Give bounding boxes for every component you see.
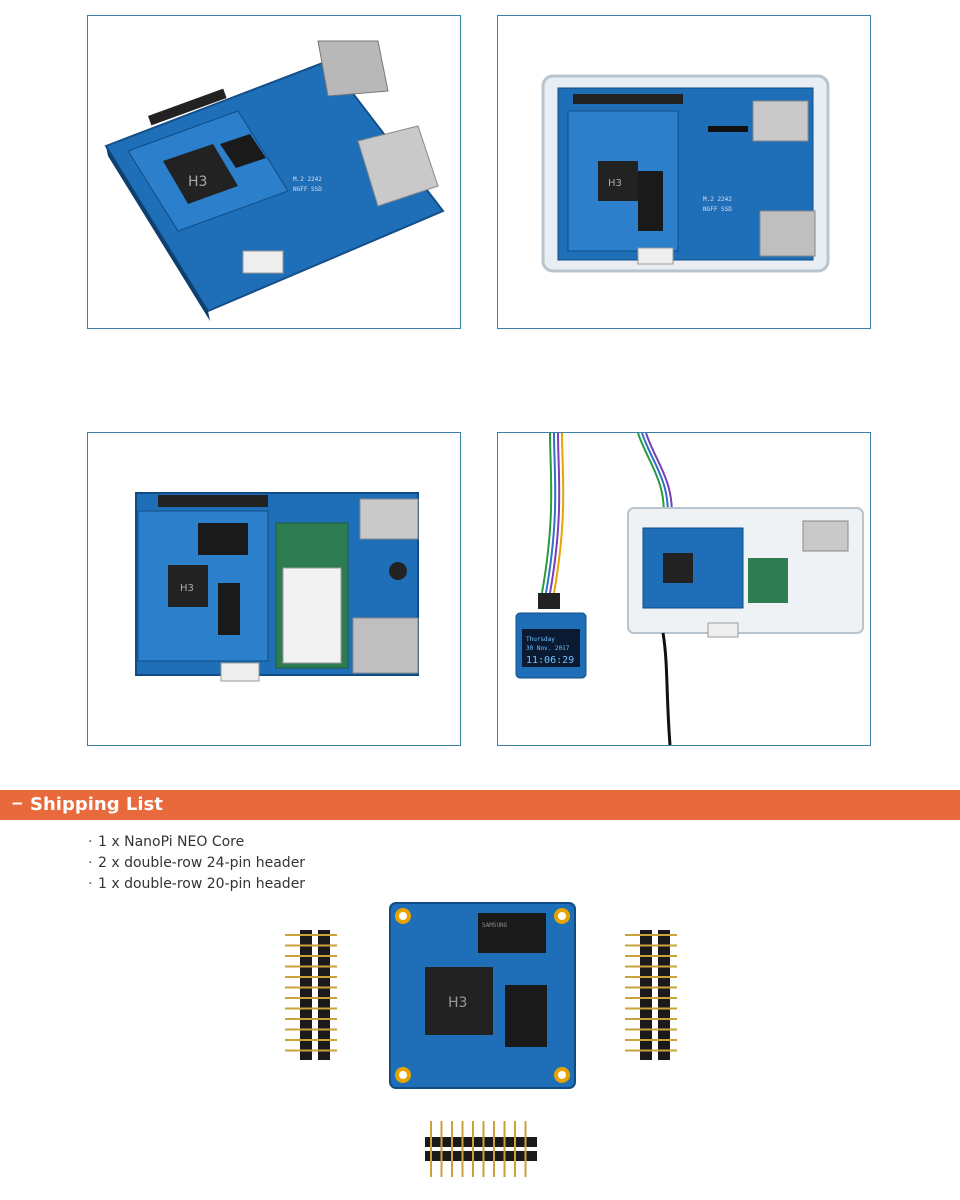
shipping-item-text: 2 x double-row 24-pin header: [98, 855, 306, 871]
photo-board-angle: H3 M.2 2242 NGFF SSD: [87, 15, 461, 329]
shipping-list-header: – Shipping List: [0, 790, 960, 820]
oled-line-1: Thursday: [526, 636, 555, 643]
board-top-ssd-image: H3: [135, 492, 419, 682]
pin-header-left: [285, 930, 337, 1060]
m2-label-1: M.2 2242: [293, 176, 322, 183]
list-item: · 2 x double-row 24-pin header: [88, 853, 305, 874]
parts-illustration: SAMSUNG H3: [0, 895, 960, 1195]
m2-label-2: NGFF SSD: [293, 186, 322, 193]
pin-header-bottom: [425, 1121, 537, 1177]
case-m2-label-2: NGFF SSD: [703, 206, 732, 213]
oled-demo-image: Thursday 30 Nov. 2017 11:06:29: [515, 433, 864, 745]
core-chip-label: H3: [448, 995, 467, 1011]
parts-image: SAMSUNG H3: [285, 902, 677, 1177]
ram-brand-label: SAMSUNG: [482, 922, 508, 929]
photo-oled-demo: Thursday 30 Nov. 2017 11:06:29: [497, 432, 871, 746]
photo-board-top-ssd: H3: [87, 432, 461, 746]
shipping-item-text: 1 x NanoPi NEO Core: [98, 834, 245, 850]
shipping-list-title: Shipping List: [30, 794, 163, 815]
chip-label: H3: [188, 174, 207, 190]
list-item: · 1 x NanoPi NEO Core: [88, 832, 305, 853]
board-in-case-image: H3 M.2 2242 NGFF SSD: [541, 74, 830, 273]
board-angle-image: H3 M.2 2242 NGFF SSD: [104, 40, 445, 321]
oled-line-2: 30 Nov. 2017: [526, 645, 570, 652]
collapse-dash-icon: –: [12, 793, 23, 814]
bullet-icon: ·: [88, 834, 93, 850]
bullet-icon: ·: [88, 876, 93, 892]
case-m2-label-1: M.2 2242: [703, 196, 732, 203]
shipping-item-text: 1 x double-row 20-pin header: [98, 876, 306, 892]
case-chip-label: H3: [608, 178, 622, 189]
oled-time: 11:06:29: [526, 655, 574, 666]
shipping-items-list: · 1 x NanoPi NEO Core · 2 x double-row 24-…: [88, 832, 305, 895]
nanopi-neo-core-board: SAMSUNG H3: [389, 902, 576, 1089]
bullet-icon: ·: [88, 855, 93, 871]
top-chip-label: H3: [180, 583, 194, 594]
photo-board-in-case: H3 M.2 2242 NGFF SSD: [497, 15, 871, 329]
pin-header-right: [625, 930, 677, 1060]
list-item: · 1 x double-row 20-pin header: [88, 874, 305, 895]
